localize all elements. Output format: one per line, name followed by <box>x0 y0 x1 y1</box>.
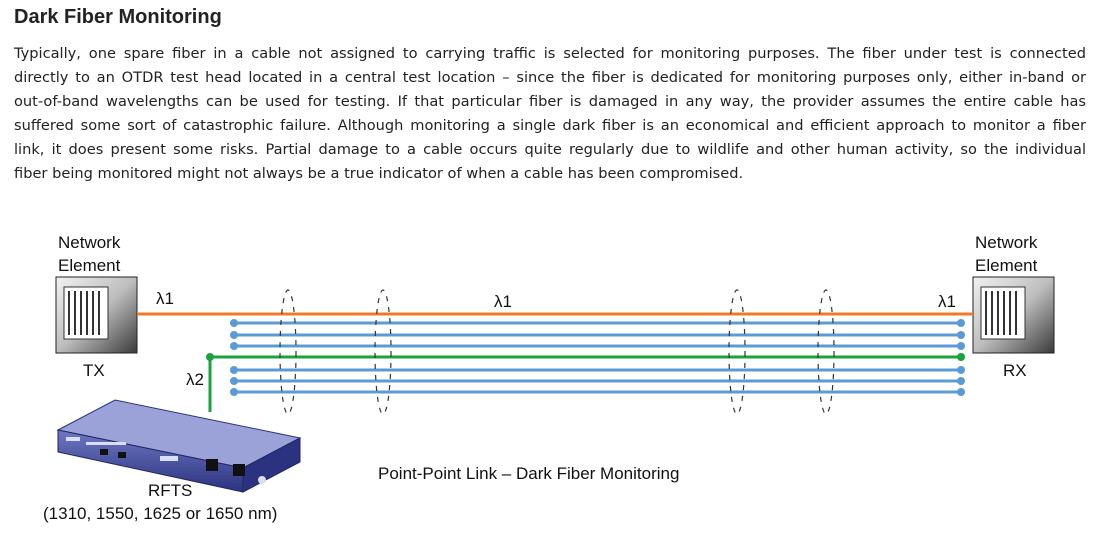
paragraph-line: out-of-band wavelengths can be used for … <box>14 93 1086 110</box>
cable-bundle-marker <box>817 289 835 415</box>
right-network-element-icon <box>972 276 1055 354</box>
rfts-label: RFTS <box>148 481 192 500</box>
lambda1-right-label: λ1 <box>938 292 956 311</box>
spare-fibers <box>234 321 961 394</box>
diagram-caption: Point-Point Link – Dark Fiber Monitoring <box>378 464 679 483</box>
rfts-device-icon <box>56 399 302 493</box>
paragraph-line: directly to an OTDR test head located in… <box>14 69 1086 86</box>
left-network-element-icon <box>55 276 138 354</box>
tx-label: TX <box>83 361 105 380</box>
left-ne-label-1: Network <box>58 233 121 252</box>
cable-bundle-markers <box>279 289 835 415</box>
paragraph-line: link, it does present some risks. Partia… <box>14 141 1086 158</box>
cable-bundle-marker <box>374 289 392 415</box>
lambda1-left-label: λ1 <box>156 289 174 308</box>
lambda2-label: λ2 <box>186 370 204 389</box>
left-ne-label-2: Element <box>58 256 121 275</box>
section-title: Dark Fiber Monitoring <box>14 6 222 28</box>
paragraph-line: fiber being monitored might not always b… <box>14 165 744 182</box>
paragraph-line: Typically, one spare fiber in a cable no… <box>14 45 1086 62</box>
spare-fiber-endpoints <box>230 319 965 396</box>
monitor-fiber <box>208 355 961 412</box>
lambda1-mid-label: λ1 <box>494 292 512 311</box>
right-ne-label-2: Element <box>975 256 1038 275</box>
section-paragraph: Typically, one spare fiber in a cable no… <box>14 42 1086 186</box>
right-ne-label-1: Network <box>975 233 1038 252</box>
monitor-fiber-start <box>206 353 214 361</box>
rx-label: RX <box>1003 361 1027 380</box>
paragraph-line: suffered some sort of catastrophic failu… <box>14 117 1086 134</box>
cable-bundle-marker <box>728 289 746 415</box>
cable-bundle-marker <box>279 289 297 415</box>
monitor-fiber-end <box>957 353 965 361</box>
rfts-wavelengths-label: (1310, 1550, 1625 or 1650 nm) <box>43 504 277 523</box>
